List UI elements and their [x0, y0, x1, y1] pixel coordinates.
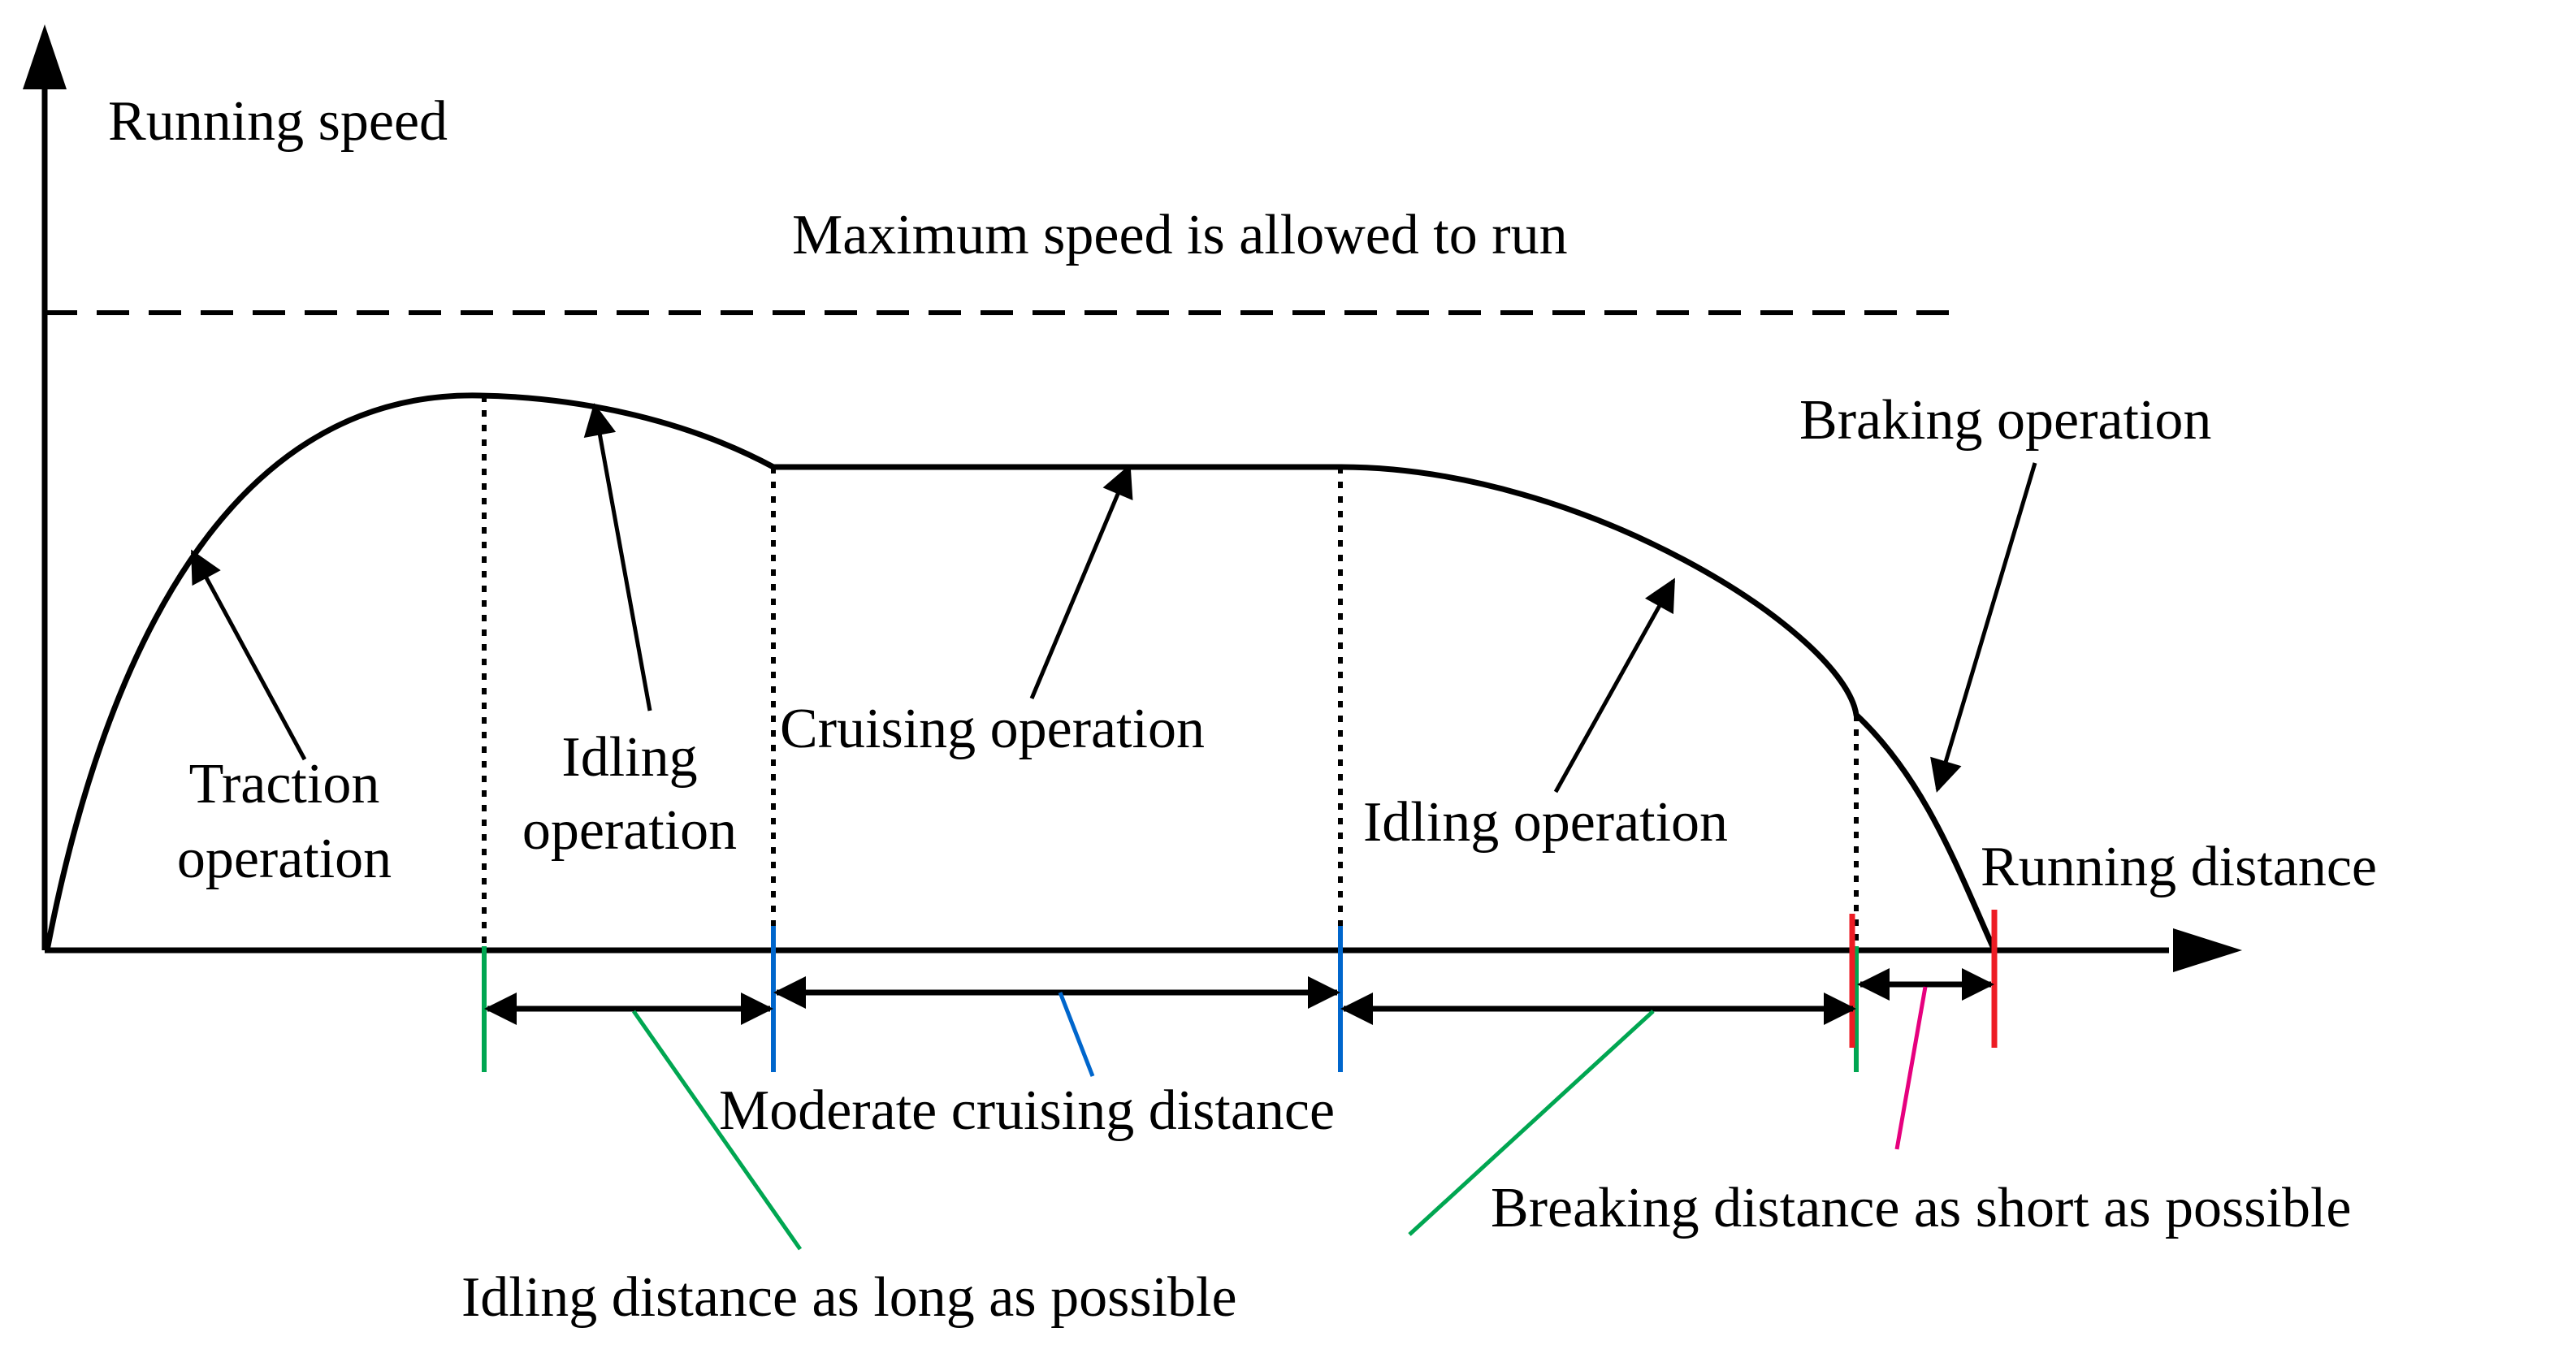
moderate-cruising-label: Moderate cruising distance [719, 1079, 1335, 1142]
cruising-leader [1058, 992, 1095, 1077]
cruising-label: Cruising operation [780, 698, 1205, 760]
traction-label-line1: Traction [189, 753, 380, 815]
x-axis-arrowhead [2173, 928, 2242, 972]
braking-pointer [1930, 462, 2037, 793]
speed-curve [44, 392, 1998, 952]
idling-2-label: Idling operation [1363, 791, 1728, 854]
traction-pointer [190, 549, 307, 761]
idling-1-label-line2: operation [522, 799, 737, 862]
y-axis-label: Running speed [108, 90, 448, 153]
cruising-pointer [1029, 464, 1133, 699]
braking-leader [1894, 986, 1928, 1150]
max-speed-label: Maximum speed is allowed to run [792, 204, 1568, 266]
idling-distance-label: Idling distance as long as possible [461, 1266, 1237, 1329]
idling-2-pointer [1553, 577, 1676, 794]
idling-leader-1 [631, 1010, 803, 1251]
idling-1-label-line1: Idling [561, 726, 697, 789]
idling-1-pointer [583, 403, 652, 711]
y-axis-arrowhead [23, 24, 67, 89]
traction-label-line2: operation [177, 828, 392, 890]
breaking-distance-label: Breaking distance as short as possible [1491, 1177, 2352, 1239]
braking-label: Braking operation [1799, 389, 2211, 452]
idling-leader-2 [1408, 1010, 1655, 1236]
x-axis-label: Running distance [1981, 836, 2377, 898]
